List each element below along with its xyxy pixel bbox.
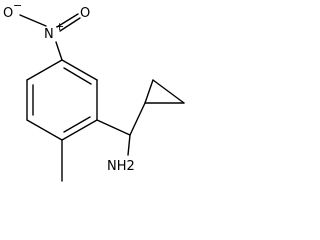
nitro-oxygen-double-label: O [80,6,90,21]
ring-bond [26,119,63,141]
n-o-single-bond [19,14,47,27]
nitro-group: O − N + O [3,0,90,61]
cyclopropyl-bond [152,79,185,104]
aminomethyl-cyclopropyl: NH2 [96,102,146,174]
ch-to-amine-bond [127,134,131,156]
ring-bond [61,59,98,81]
nitro-nitrogen-charge: + [55,20,64,33]
nitro-oxygen-single-label: O [3,6,13,21]
ch-to-cyclopropyl-bond [129,102,146,136]
chemical-structure-diagram: O − N + O NH2 [3,0,185,182]
ring-bond [26,59,63,81]
cyclopropyl-bond [144,79,154,104]
n-o-double-bond [59,17,81,32]
ring-bond [61,119,98,141]
c-n-bond [55,41,63,61]
cyclopropyl-ring [144,79,185,104]
nitro-oxygen-charge: − [13,0,22,12]
n-o-double-bond [56,13,79,28]
ring-to-ch-bond [96,119,131,136]
ring-double-bond [63,116,91,133]
benzene-ring [26,59,98,141]
ring-double-bond [63,67,92,85]
amine-label: NH2 [107,159,135,174]
nitro-nitrogen-label: N [44,27,54,42]
